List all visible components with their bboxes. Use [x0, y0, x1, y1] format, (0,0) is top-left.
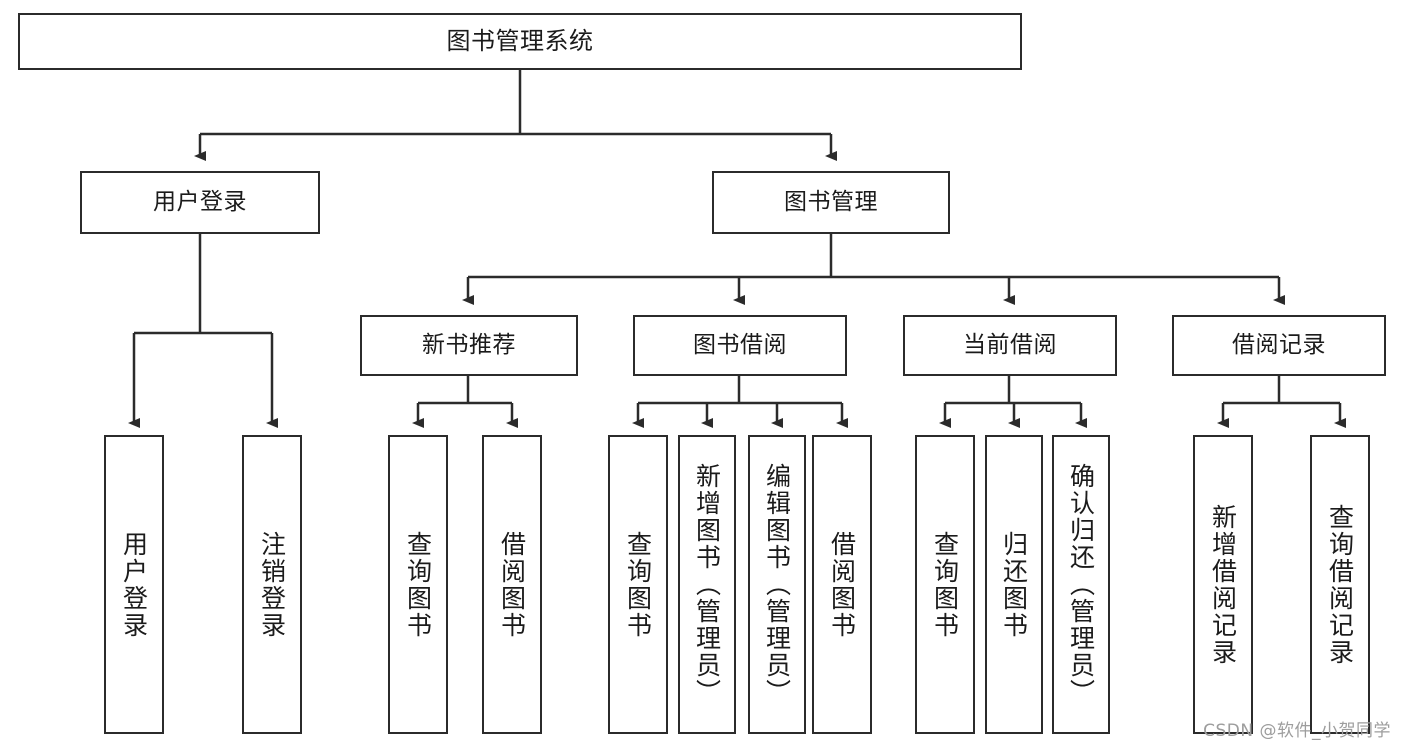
node-leaf-logout-login[interactable]: 注销登录 [242, 435, 302, 734]
node-user-login[interactable]: 用户登录 [80, 171, 320, 234]
node-book-manage[interactable]: 图书管理 [712, 171, 950, 234]
node-leaf-borrow-book-1[interactable]: 借阅图书 [482, 435, 542, 734]
node-leaf-query-book-1[interactable]: 查询图书 [388, 435, 448, 734]
node-leaf-query-book-3[interactable]: 查询图书 [915, 435, 975, 734]
node-leaf-query-book-3-label: 查询图书 [930, 530, 960, 639]
node-book-borrow-label: 图书借阅 [693, 331, 787, 358]
node-new-book-rec-label: 新书推荐 [422, 331, 516, 358]
node-leaf-add-book-label: 新增图书（管理员） [692, 463, 722, 706]
node-leaf-query-book-2-label: 查询图书 [623, 530, 653, 639]
node-leaf-confirm-return-label: 确认归还（管理员） [1066, 463, 1096, 706]
node-leaf-query-book-2[interactable]: 查询图书 [608, 435, 668, 734]
node-leaf-return-book[interactable]: 归还图书 [985, 435, 1043, 734]
node-leaf-user-login[interactable]: 用户登录 [104, 435, 164, 734]
node-new-book-rec[interactable]: 新书推荐 [360, 315, 578, 376]
node-current-borrow-label: 当前借阅 [963, 331, 1057, 358]
node-leaf-edit-book-label: 编辑图书（管理员） [762, 463, 792, 706]
node-root-label: 图书管理系统 [446, 27, 594, 56]
node-leaf-add-record[interactable]: 新增借阅记录 [1193, 435, 1253, 734]
node-borrow-record-label: 借阅记录 [1232, 331, 1326, 358]
node-leaf-borrow-book-2[interactable]: 借阅图书 [812, 435, 872, 734]
node-leaf-borrow-book-2-label: 借阅图书 [827, 530, 857, 639]
node-book-borrow[interactable]: 图书借阅 [633, 315, 847, 376]
node-leaf-borrow-book-1-label: 借阅图书 [497, 530, 527, 639]
node-leaf-return-book-label: 归还图书 [999, 530, 1029, 639]
node-current-borrow[interactable]: 当前借阅 [903, 315, 1117, 376]
node-leaf-query-book-1-label: 查询图书 [403, 530, 433, 639]
node-borrow-record[interactable]: 借阅记录 [1172, 315, 1386, 376]
node-leaf-confirm-return[interactable]: 确认归还（管理员） [1052, 435, 1110, 734]
node-user-login-label: 用户登录 [153, 188, 247, 215]
node-leaf-query-record-label: 查询借阅记录 [1325, 503, 1355, 666]
node-leaf-edit-book[interactable]: 编辑图书（管理员） [748, 435, 806, 734]
node-leaf-logout-login-label: 注销登录 [257, 530, 287, 639]
node-root[interactable]: 图书管理系统 [18, 13, 1022, 70]
node-leaf-query-record[interactable]: 查询借阅记录 [1310, 435, 1370, 734]
node-leaf-add-book[interactable]: 新增图书（管理员） [678, 435, 736, 734]
node-leaf-add-record-label: 新增借阅记录 [1208, 503, 1238, 666]
node-book-manage-label: 图书管理 [784, 188, 878, 215]
node-leaf-user-login-label: 用户登录 [119, 530, 149, 639]
